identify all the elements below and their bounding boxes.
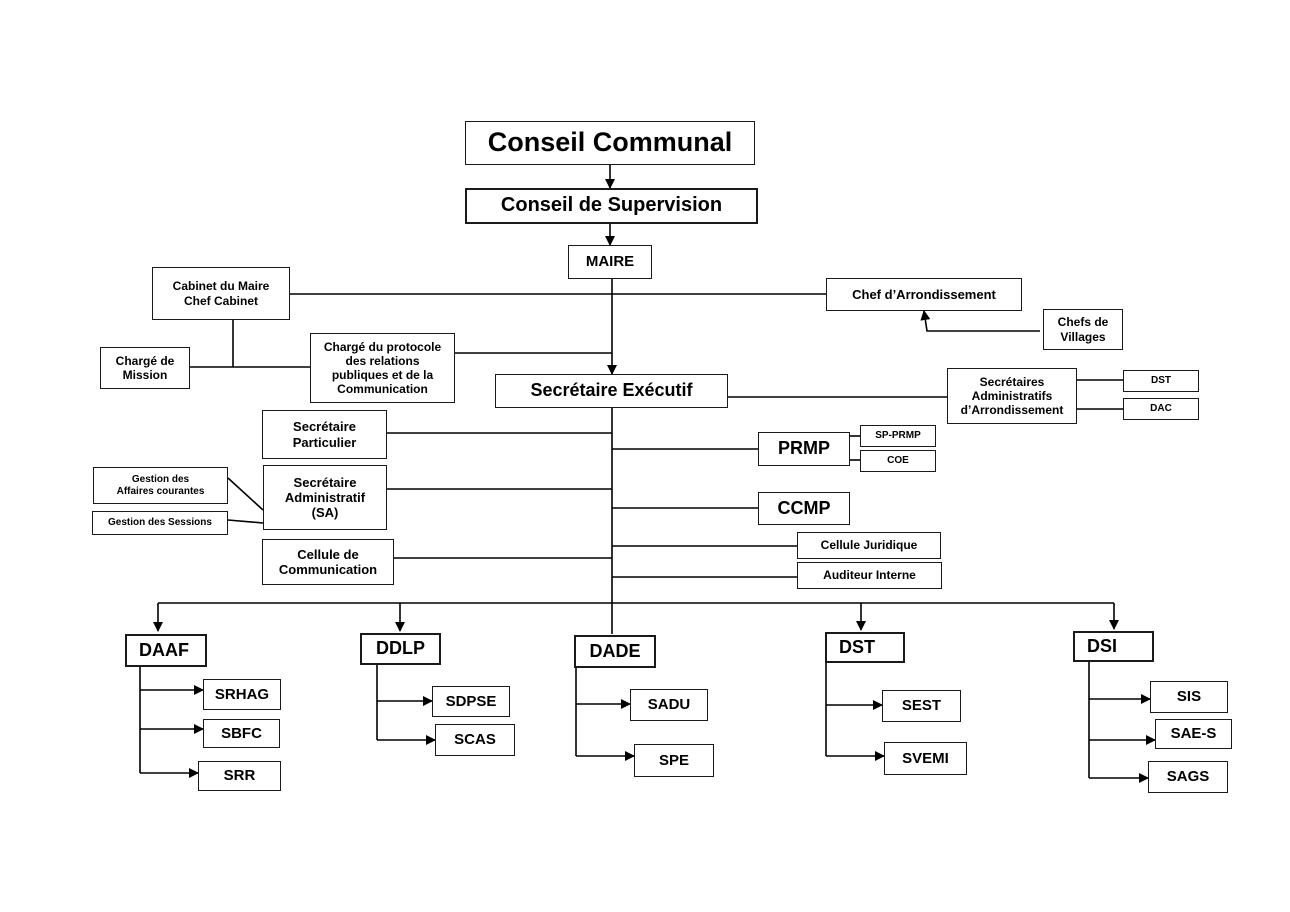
service-svemi-box: SVEMI bbox=[884, 742, 967, 775]
gestion-affaires-box: Gestion des Affaires courantes bbox=[93, 467, 228, 504]
cellule-juridique-box: Cellule Juridique bbox=[797, 532, 941, 559]
service-sags-box: SAGS bbox=[1148, 761, 1228, 793]
prmp-box: PRMP bbox=[758, 432, 850, 466]
direction-dsi-box: DSI bbox=[1073, 631, 1154, 662]
chefs-villages-box: Chefs de Villages bbox=[1043, 309, 1123, 350]
sa-dac-box: DAC bbox=[1123, 398, 1199, 420]
conseil-communal-box: Conseil Communal bbox=[465, 121, 755, 165]
direction-dst-box: DST bbox=[825, 632, 905, 663]
sp-prmp-box: SP-PRMP bbox=[860, 425, 936, 447]
service-srr-box: SRR bbox=[198, 761, 281, 791]
sa-dst-box: DST bbox=[1123, 370, 1199, 392]
ccmp-box: CCMP bbox=[758, 492, 850, 525]
charge-mission-box: Chargé de Mission bbox=[100, 347, 190, 389]
gestion-sessions-box: Gestion des Sessions bbox=[92, 511, 228, 535]
service-sis-box: SIS bbox=[1150, 681, 1228, 713]
cellule-communication-box: Cellule de Communication bbox=[262, 539, 394, 585]
service-sae-s-box: SAE-S bbox=[1155, 719, 1232, 749]
maire-box: MAIRE bbox=[568, 245, 652, 279]
secretaires-arrondissement-box: Secrétaires Administratifs d’Arrondissem… bbox=[947, 368, 1077, 424]
coe-box: COE bbox=[860, 450, 936, 472]
charge-protocole-box: Chargé du protocole des relations publiq… bbox=[310, 333, 455, 403]
secretaire-particulier-box: Secrétaire Particulier bbox=[262, 410, 387, 459]
chef-arrondissement-box: Chef d’Arrondissement bbox=[826, 278, 1022, 311]
auditeur-interne-box: Auditeur Interne bbox=[797, 562, 942, 589]
service-srhag-box: SRHAG bbox=[203, 679, 281, 710]
service-sest-box: SEST bbox=[882, 690, 961, 722]
cabinet-maire-box: Cabinet du Maire Chef Cabinet bbox=[152, 267, 290, 320]
service-scas-box: SCAS bbox=[435, 724, 515, 756]
secretaire-executif-box: Secrétaire Exécutif bbox=[495, 374, 728, 408]
direction-ddlp-box: DDLP bbox=[360, 633, 441, 665]
service-spe-box: SPE bbox=[634, 744, 714, 777]
direction-dade-box: DADE bbox=[574, 635, 656, 668]
secretaire-administratif-box: Secrétaire Administratif (SA) bbox=[263, 465, 387, 530]
direction-daaf-box: DAAF bbox=[125, 634, 207, 667]
service-sbfc-box: SBFC bbox=[203, 719, 280, 748]
service-sadu-box: SADU bbox=[630, 689, 708, 721]
service-sdpse-box: SDPSE bbox=[432, 686, 510, 717]
conseil-supervision-box: Conseil de Supervision bbox=[465, 188, 758, 224]
